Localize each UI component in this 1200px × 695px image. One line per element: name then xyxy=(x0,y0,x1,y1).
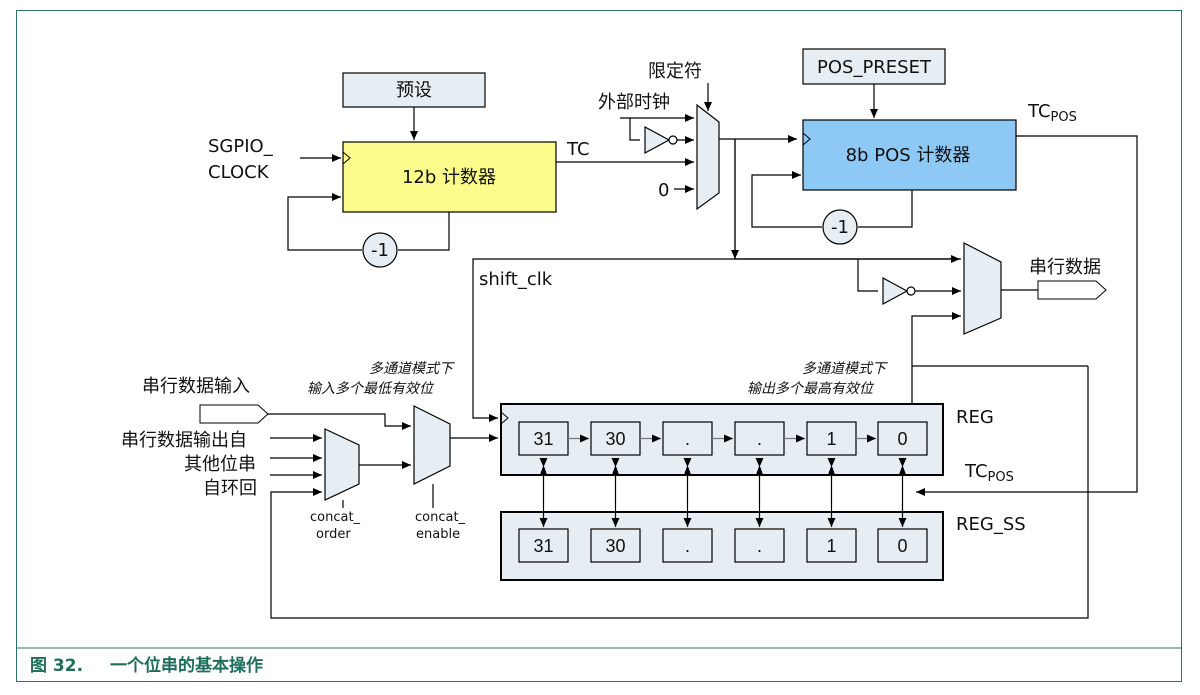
pos-counter-label: 8b POS 计数器 xyxy=(846,145,971,166)
concat-order-label-2: order xyxy=(316,527,351,542)
snapshot-arrow-head xyxy=(683,465,692,476)
serial-out-from-label-1: 串行数据输出自 xyxy=(121,430,247,451)
reg-ss-cell xyxy=(518,528,569,563)
clock-mux xyxy=(696,103,720,211)
inverter-a xyxy=(644,125,671,155)
decrement-circle-b xyxy=(822,209,858,245)
decrement-b-label: -1 xyxy=(831,217,849,238)
concat-enable-label-2: enable xyxy=(416,527,460,542)
caption-number: 图 32. xyxy=(30,656,83,676)
reg-ss-cell-label: . xyxy=(685,536,690,556)
reg-ss-cell xyxy=(734,528,785,563)
reg-ss-cell-label: 31 xyxy=(533,536,553,556)
counter-12b-label: 12b 计数器 xyxy=(402,167,496,188)
reg-ss-label: REG_SS xyxy=(956,514,1026,535)
qualifier-label: 限定符 xyxy=(648,61,702,82)
concat-enable-mux xyxy=(413,405,451,485)
snapshot-arrow-head xyxy=(755,465,764,476)
concat-order-label-1: concat_ xyxy=(310,510,361,525)
serial-data-port xyxy=(1037,280,1107,300)
snapshot-arrow-head xyxy=(827,465,836,476)
serial-out-from-label-2: 其他位串 xyxy=(184,454,256,475)
reg-cell xyxy=(662,421,713,456)
reg-cells: 31 30.. 1 0 xyxy=(518,421,928,456)
reg-ss-cell-label: 30 xyxy=(605,536,625,556)
sgpio-clock-label-2: CLOCK xyxy=(208,162,270,183)
concat-enable-label-1: concat_ xyxy=(415,510,466,525)
figure-frame xyxy=(16,10,1182,682)
reg-cell xyxy=(806,421,857,456)
reg-cell xyxy=(877,421,928,456)
zero-label: 0 xyxy=(658,180,669,201)
output-mux xyxy=(963,242,1002,335)
reg-cell-label: . xyxy=(685,429,690,449)
pos-preset-label: POS_PRESET xyxy=(817,57,932,78)
serial-data-label: 串行数据 xyxy=(1029,257,1101,278)
decrement-a-label: -1 xyxy=(371,240,389,261)
reg-cell-label: 30 xyxy=(605,429,625,449)
tc-label: TC xyxy=(566,139,590,160)
snapshot-arrow-head xyxy=(539,465,548,476)
self-loop-label: 自环回 xyxy=(203,478,257,499)
snapshot-arrow-head xyxy=(611,465,620,476)
reg-cell-label: 31 xyxy=(533,429,553,449)
sgpio-clock-label-1: SGPIO_ xyxy=(208,136,274,157)
reg-ss-cell xyxy=(806,528,857,563)
preset-label: 预设 xyxy=(396,80,432,101)
ext-clock-label: 外部时钟 xyxy=(598,92,670,113)
shift-clk-label: shift_clk xyxy=(479,269,553,290)
pos-preset-box xyxy=(802,48,946,85)
reg-cell xyxy=(734,421,785,456)
counter-12b xyxy=(342,141,557,213)
multi-out-note-2: 输出多个最高有效位 xyxy=(747,381,875,397)
multi-out-note-1: 多通道模式下 xyxy=(802,361,888,377)
reg-ss-cell xyxy=(662,528,713,563)
reg-ss-cell xyxy=(590,528,641,563)
serial-data-in-port xyxy=(199,404,269,424)
inverter-b xyxy=(882,276,909,306)
tc-pos-mid-label: TCPOS xyxy=(964,461,1014,485)
serial-data-in-label: 串行数据输入 xyxy=(142,376,250,397)
reg-ss-cell xyxy=(877,528,928,563)
reg-ss-cell-label: 1 xyxy=(826,536,836,556)
reg-ss-cell-label: . xyxy=(757,536,762,556)
reg-cell-label: 0 xyxy=(897,429,907,449)
reg-cell-label: 1 xyxy=(826,429,836,449)
multi-in-note-2: 输入多个最低有效位 xyxy=(307,381,435,397)
tc-pos-top-label: TCPOS xyxy=(1027,101,1077,125)
reg-ss-block xyxy=(500,511,944,581)
concat-order-mux xyxy=(324,428,360,501)
snapshot-arrow-head xyxy=(898,465,907,476)
reg-cell xyxy=(518,421,569,456)
decrement-circle-a xyxy=(362,232,398,268)
multi-in-note-1: 多通道模式下 xyxy=(369,361,455,377)
reg-label: REG xyxy=(956,407,994,428)
reg-ss-cells: 31 30.. 1 0 xyxy=(518,528,928,563)
caption-title: 一个位串的基本操作 xyxy=(110,655,263,676)
reg-cell-label: . xyxy=(757,429,762,449)
pos-counter xyxy=(802,119,1017,191)
bidirectional-arrows xyxy=(539,458,907,527)
reg-ss-cell-label: 0 xyxy=(897,536,907,556)
